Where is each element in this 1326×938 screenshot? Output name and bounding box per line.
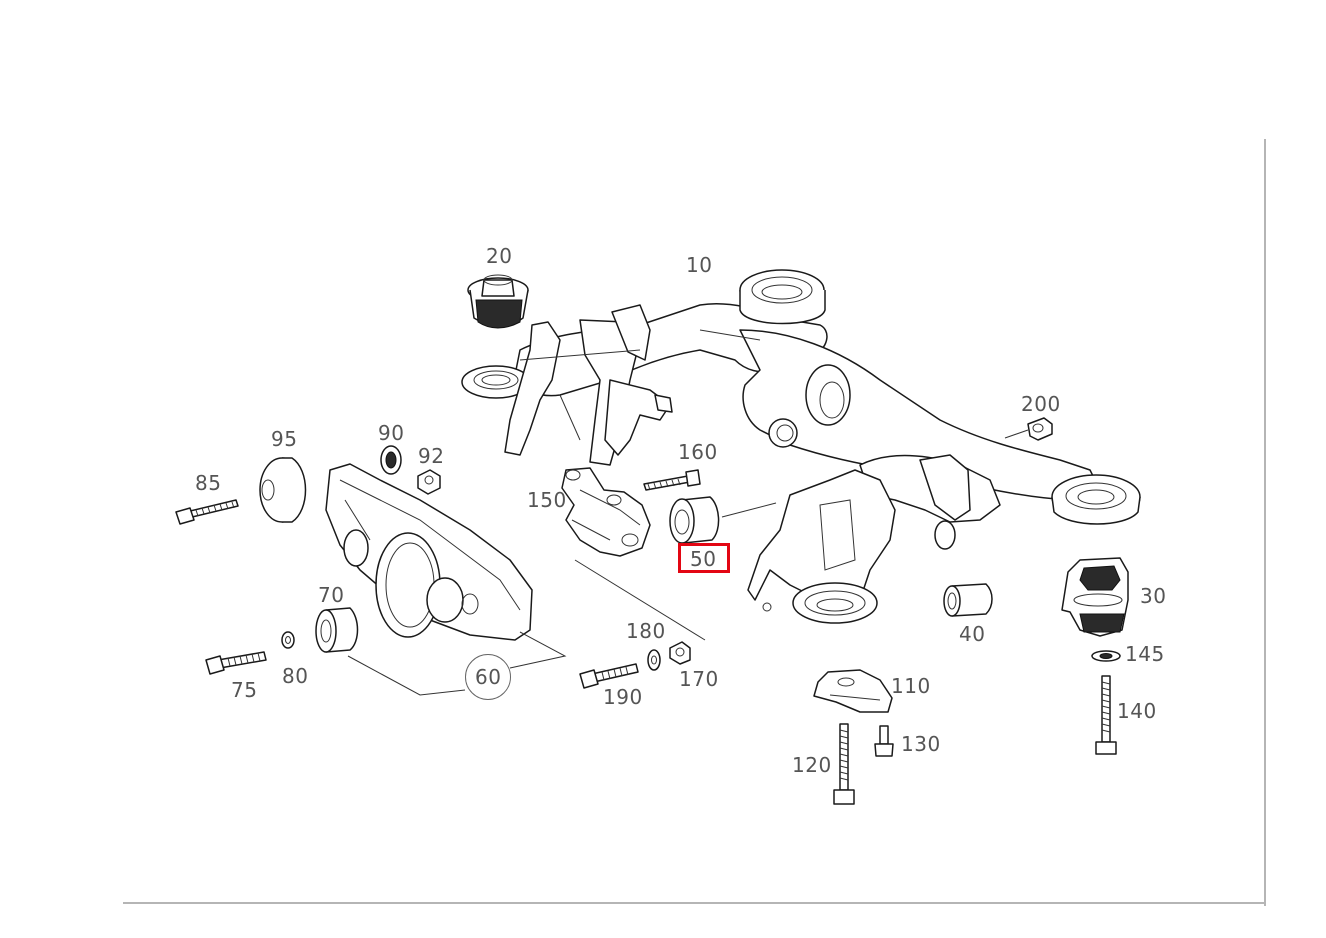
bracket-110[interactable] <box>813 669 893 713</box>
callout-130[interactable]: 130 <box>901 732 941 756</box>
washer-180[interactable] <box>647 649 661 671</box>
callout-70[interactable]: 70 <box>318 583 345 607</box>
callout-145[interactable]: 145 <box>1125 642 1165 666</box>
callout-ring-60 <box>465 654 511 700</box>
callout-150[interactable]: 150 <box>527 488 567 512</box>
callout-20[interactable]: 20 <box>486 244 513 268</box>
leader-60-left <box>347 655 466 696</box>
leader-60-right <box>509 631 567 669</box>
callout-90[interactable]: 90 <box>378 421 405 445</box>
washer-145[interactable] <box>1091 650 1121 662</box>
nut-170[interactable] <box>669 641 691 665</box>
callout-30[interactable]: 30 <box>1140 584 1167 608</box>
bolt-130[interactable] <box>874 725 894 757</box>
callout-85[interactable]: 85 <box>195 471 222 495</box>
bolt-120[interactable] <box>833 723 855 805</box>
bolt-85[interactable] <box>175 499 239 525</box>
callout-170[interactable]: 170 <box>679 667 719 691</box>
cap-90[interactable] <box>380 445 402 475</box>
disc-95[interactable] <box>259 457 307 523</box>
washer-80[interactable] <box>281 631 295 649</box>
callout-60[interactable]: 60 <box>475 665 502 689</box>
callout-200[interactable]: 200 <box>1021 392 1061 416</box>
bolt-140[interactable] <box>1095 675 1117 755</box>
callout-10[interactable]: 10 <box>686 253 713 277</box>
carrier-plate[interactable] <box>325 463 533 641</box>
bushing-50[interactable] <box>669 496 777 544</box>
leader-150-170 <box>574 559 706 641</box>
callout-180[interactable]: 180 <box>626 619 666 643</box>
frame-border-right <box>1264 139 1266 906</box>
callout-160[interactable]: 160 <box>678 440 718 464</box>
callout-110[interactable]: 110 <box>891 674 931 698</box>
mount-30[interactable] <box>1061 557 1129 637</box>
nut-92[interactable] <box>417 469 441 495</box>
bolt-160[interactable] <box>643 469 701 491</box>
callout-190[interactable]: 190 <box>603 685 643 709</box>
rear-axle-subframe[interactable] <box>461 269 1141 624</box>
callout-120[interactable]: 120 <box>792 753 832 777</box>
callout-50[interactable]: 50 <box>690 547 717 571</box>
bracket-150[interactable] <box>561 467 651 557</box>
callout-80[interactable]: 80 <box>282 664 309 688</box>
bushing-40[interactable] <box>943 583 993 617</box>
frame-border-bottom <box>123 902 1266 904</box>
nut-200[interactable] <box>1004 417 1053 441</box>
callout-92[interactable]: 92 <box>418 444 445 468</box>
callout-40[interactable]: 40 <box>959 622 986 646</box>
bolt-75[interactable] <box>205 651 267 675</box>
mount-bushing-20[interactable] <box>467 274 529 329</box>
bushing-70[interactable] <box>315 607 359 653</box>
callout-95[interactable]: 95 <box>271 427 298 451</box>
callout-140[interactable]: 140 <box>1117 699 1157 723</box>
callout-75[interactable]: 75 <box>231 678 258 702</box>
highlight-box-50 <box>678 543 730 573</box>
bolt-190[interactable] <box>579 663 639 689</box>
